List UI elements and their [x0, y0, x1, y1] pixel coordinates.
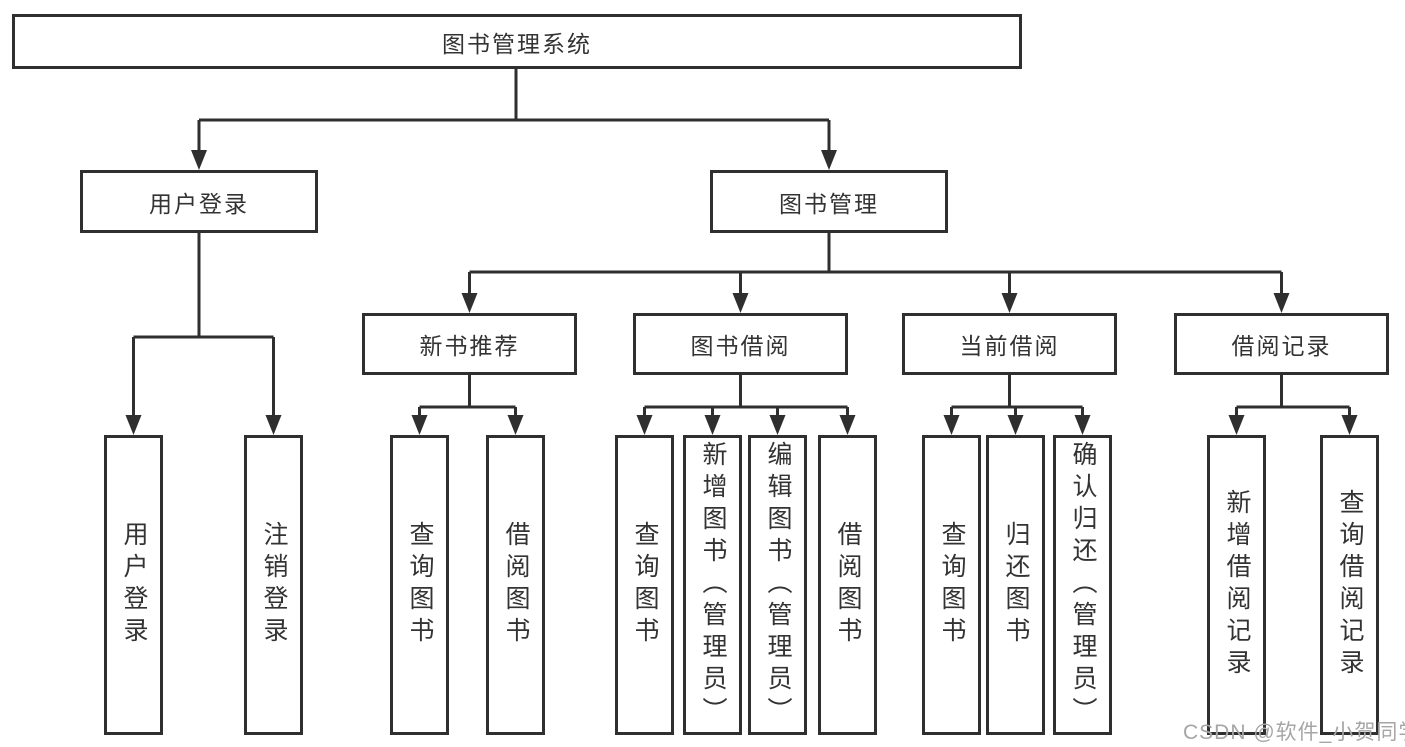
node-book-borrow-label: 图书借阅	[690, 333, 791, 359]
leaf-return-books-label: 归还图书	[1002, 521, 1030, 649]
node-book-management: 图书管理	[710, 170, 948, 233]
leaf-add-borrow-record-label: 新增借阅记录	[1223, 489, 1251, 681]
node-borrow-records-label: 借阅记录	[1231, 333, 1332, 359]
leaf-user-login-label: 用户登录	[120, 521, 148, 649]
leaf-borrow-books-recommend: 借阅图书	[486, 435, 545, 735]
node-borrow-records: 借阅记录	[1174, 313, 1389, 375]
leaf-query-books-borrow-label: 查询图书	[631, 521, 659, 649]
node-root-label: 图书管理系统	[442, 30, 592, 57]
leaf-borrow-books-label: 借阅图书	[834, 521, 862, 649]
node-book-borrow: 图书借阅	[633, 313, 848, 375]
leaf-return-books: 归还图书	[986, 435, 1045, 735]
node-user-login-label: 用户登录	[149, 190, 249, 217]
node-new-book-recommend-label: 新书推荐	[419, 333, 520, 359]
leaf-confirm-return-admin-label: 确认归还（管理员）	[1069, 441, 1097, 729]
node-book-management-label: 图书管理	[779, 190, 879, 217]
leaf-query-books-recommend-label: 查询图书	[406, 521, 434, 649]
leaf-query-books-borrow: 查询图书	[615, 435, 674, 735]
leaf-edit-books-admin-label: 编辑图书（管理员）	[764, 441, 792, 729]
leaf-borrow-books: 借阅图书	[818, 435, 877, 735]
leaf-query-books-recommend: 查询图书	[390, 435, 449, 735]
leaf-user-login: 用户登录	[104, 435, 163, 735]
leaf-query-borrow-record: 查询借阅记录	[1320, 435, 1379, 735]
leaf-query-borrow-record-label: 查询借阅记录	[1336, 489, 1364, 681]
leaf-add-books-admin: 新增图书（管理员）	[683, 435, 742, 735]
leaf-add-books-admin-label: 新增图书（管理员）	[699, 441, 727, 729]
leaf-borrow-books-recommend-label: 借阅图书	[502, 521, 530, 649]
leaf-add-borrow-record: 新增借阅记录	[1207, 435, 1266, 735]
leaf-logout-login: 注销登录	[244, 435, 303, 735]
node-new-book-recommend: 新书推荐	[362, 313, 577, 375]
node-current-borrow: 当前借阅	[902, 313, 1117, 375]
node-user-login: 用户登录	[80, 170, 318, 233]
node-current-borrow-label: 当前借阅	[959, 333, 1060, 359]
leaf-logout-login-label: 注销登录	[260, 521, 288, 649]
leaf-query-books-current: 查询图书	[922, 435, 981, 735]
leaf-edit-books-admin: 编辑图书（管理员）	[748, 435, 807, 735]
csdn-watermark: CSDN @软件_小贺同学	[1183, 721, 1405, 744]
leaf-query-books-current-label: 查询图书	[938, 521, 966, 649]
node-root-system: 图书管理系统	[12, 14, 1022, 69]
leaf-confirm-return-admin: 确认归还（管理员）	[1053, 435, 1112, 735]
